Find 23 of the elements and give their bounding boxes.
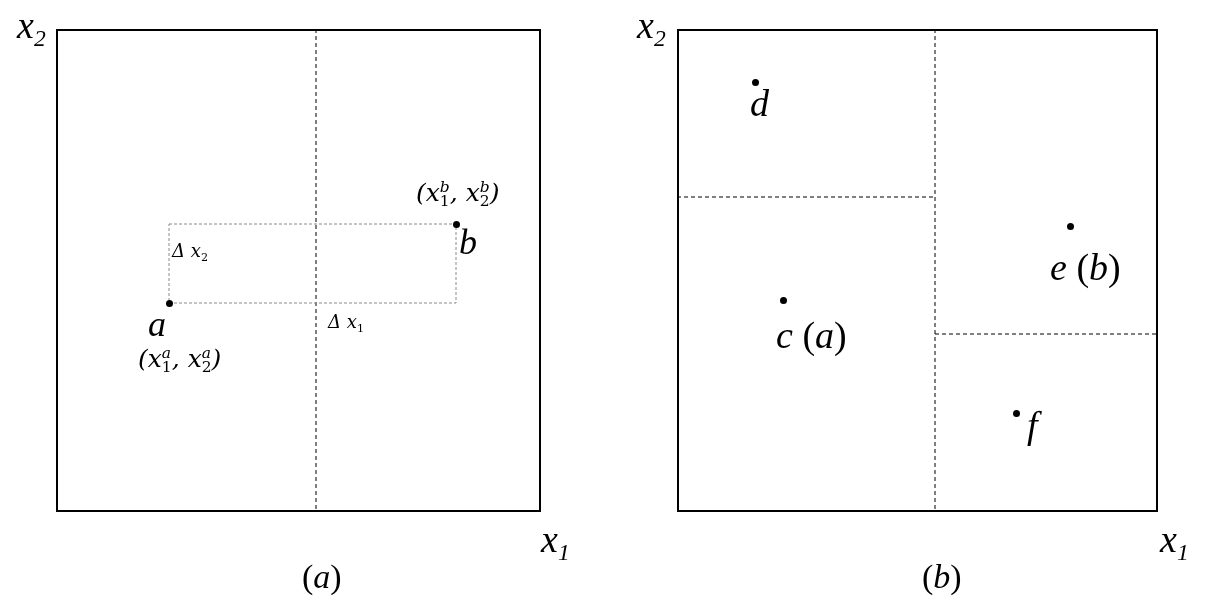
data-point [165, 299, 173, 307]
delta-label: Δ x$_{1}$ [328, 313, 364, 331]
axis-label: x$_{1}$ [541, 520, 570, 558]
data-point [1066, 222, 1074, 230]
data-point [779, 296, 787, 304]
axis-label: x$_{2}$ [17, 6, 46, 44]
figure-caption: (a) [302, 560, 342, 594]
axis-label: x$_{1}$ [1160, 520, 1189, 558]
data-point [452, 220, 460, 228]
point-label: a [148, 306, 166, 342]
point-label: e (b) [1050, 248, 1121, 286]
plot-frame [56, 29, 541, 512]
coordinate-label: (x$_{1}$$^{a}$, x$_{2}$$^{a}$) [138, 346, 222, 371]
data-point [751, 78, 759, 86]
point-label: b [459, 224, 477, 260]
point-label: d [750, 84, 769, 122]
delta-label: Δ x$_{2}$ [172, 242, 208, 260]
point-label: c (a) [776, 316, 847, 354]
axis-label: x$_{2}$ [637, 6, 666, 44]
figure-caption: (b) [922, 560, 962, 594]
coordinate-label: (x$_{1}$$^{b}$, x$_{2}$$^{b}$) [416, 180, 500, 205]
data-point [1012, 409, 1020, 417]
plot-frame [677, 29, 1158, 512]
